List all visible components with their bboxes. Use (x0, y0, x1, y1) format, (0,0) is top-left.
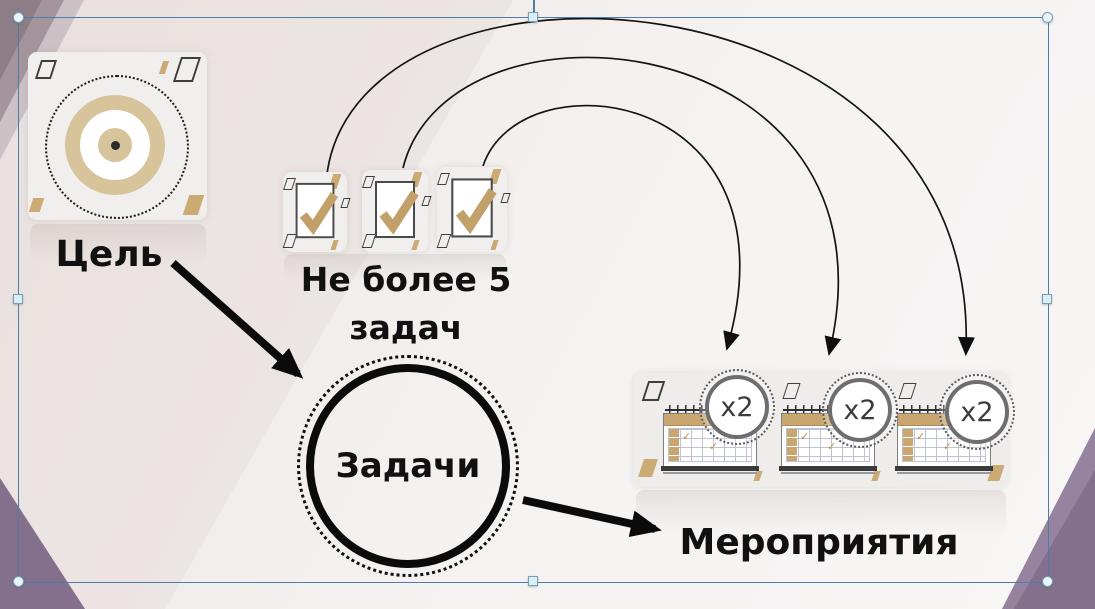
curved-arrow-inner[interactable] (482, 104, 741, 351)
reflection (636, 490, 1006, 534)
goal-label[interactable]: Цель (55, 234, 163, 275)
selection-handle-bottom-right[interactable] (1042, 576, 1053, 587)
x2-badge[interactable]: x2 (822, 372, 898, 448)
x2-badge-circle: x2 (705, 375, 769, 439)
x2-badge-label: x2 (843, 394, 877, 426)
task-document-icon[interactable] (282, 172, 351, 252)
calendar-base (895, 466, 993, 474)
calendar-tan-column (787, 429, 797, 461)
tasks-circle-inner: Задачи (306, 364, 510, 568)
tasks-note-line1: Не более 5 (300, 260, 512, 299)
calendar-check-icon: ✓ (827, 440, 837, 453)
tasks-circle[interactable]: Задачи (297, 355, 519, 577)
calendar-check-icon: ✓ (943, 440, 953, 453)
calendar-check-icon: ✓ (800, 430, 810, 443)
selection-handle-top-right[interactable] (1042, 12, 1053, 23)
task-document-icon[interactable] (361, 170, 432, 252)
goal-target-icon[interactable] (28, 52, 207, 220)
selection-handle-right-middle[interactable] (1042, 294, 1052, 304)
selection-handle-top-middle[interactable] (528, 12, 538, 22)
calendar-binding (665, 405, 729, 414)
calendar-check-icon: ✓ (916, 430, 926, 443)
selection-border[interactable] (18, 17, 1049, 583)
goal-to-tasks-arrow[interactable] (170, 260, 304, 379)
tasks-to-events-arrow[interactable] (522, 496, 662, 538)
selection-handle-bottom-left[interactable] (13, 576, 24, 587)
events-label[interactable]: Мероприятия (679, 522, 959, 563)
checked-document-icon (375, 181, 419, 238)
reflection (284, 254, 506, 280)
selection-handle-bottom-middle[interactable] (528, 576, 538, 586)
selection-handle-top-left[interactable] (13, 12, 24, 23)
target-center-dot (111, 141, 120, 150)
x2-badge-circle: x2 (828, 378, 892, 442)
calendar-tan-column (903, 429, 913, 461)
calendar-check-icon: ✓ (682, 430, 692, 443)
task-document-icon[interactable] (436, 167, 511, 252)
calendar-tan-column (669, 429, 679, 461)
x2-badge-label: x2 (960, 396, 994, 428)
curved-arrow-outer[interactable] (326, 17, 975, 356)
curved-arrow-middle[interactable] (402, 56, 842, 356)
tasks-circle-label: Задачи (335, 446, 481, 486)
checked-document-icon (295, 182, 339, 239)
selection-handle-left-middle[interactable] (13, 294, 23, 304)
calendar-check-icon: ✓ (709, 440, 719, 453)
corner-wedge-top-left-dark (0, 0, 42, 80)
x2-badge[interactable]: x2 (699, 369, 775, 445)
x2-badge-label: x2 (720, 391, 754, 423)
tasks-note-label[interactable]: Не более 5 задач (292, 256, 520, 352)
x2-badge-circle: x2 (945, 380, 1009, 444)
checked-document-icon (451, 178, 497, 238)
calendar-base (661, 466, 759, 474)
calendar-binding (783, 405, 847, 414)
target-dotted-ring (45, 75, 189, 219)
x2-badge[interactable]: x2 (939, 374, 1015, 450)
tasks-note-line2: задач (349, 307, 463, 347)
rotation-handle-stem (533, 0, 535, 13)
calendar-base (779, 466, 877, 474)
reflection (30, 224, 206, 264)
calendar-binding (899, 405, 963, 414)
